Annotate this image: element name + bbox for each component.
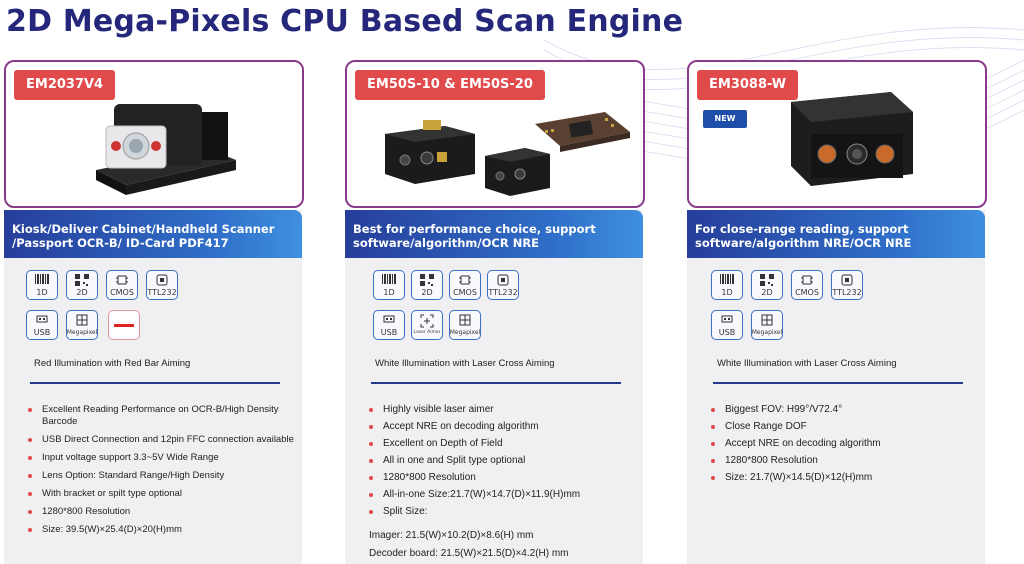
2d-barcode-icon: 2D [66, 270, 98, 300]
feature-item: Size: 21.7(W)×14.5(D)×12(H)mm [711, 472, 981, 484]
usb-icon: USB [26, 310, 58, 340]
spec-panel: Kiosk/Deliver Cabinet/Handheld Scanner /… [4, 210, 302, 564]
feature-item: Size: 39.5(W)×25.4(D)×20(H)mm [28, 524, 298, 536]
model-tag: EM50S-10 & EM50S-20 [355, 70, 545, 100]
feature-item: USB Direct Connection and 12pin FFC conn… [28, 434, 298, 446]
feature-item: Highly visible laser aimer [369, 404, 639, 416]
product-card-em3088w: EM3088-W NEW For close-range reading, su… [687, 60, 999, 564]
product-card-em50s: EM50S-10 & EM50S-20 Best for performance… [345, 60, 657, 564]
feature-item: Biggest FOV: H99°/V72.4° [711, 404, 981, 416]
header-line-2: software/algorithm NRE/OCR NRE [695, 236, 912, 250]
use-case-header: Kiosk/Deliver Cabinet/Handheld Scanner /… [4, 210, 302, 258]
divider [713, 382, 963, 384]
feature-item: Excellent on Depth of Field [369, 438, 639, 450]
feature-item: Accept NRE on decoding algorithm [711, 438, 981, 450]
product-card-em2037v4: EM2037V4 Kiosk/Deliver Cabinet/Handheld … [2, 60, 314, 564]
illumination-text: White Illumination with Laser Cross Aimi… [717, 358, 897, 369]
header-line-2: /Passport OCR-B/ ID-Card PDF417 [12, 236, 229, 250]
illumination-text: Red Illumination with Red Bar Aiming [34, 358, 191, 369]
cmos-chip-icon: CMOS [791, 270, 823, 300]
ttl232-port-icon: TTL232 [831, 270, 863, 300]
product-photo-frame: EM2037V4 [4, 60, 304, 208]
red-bar-aiming-icon [108, 310, 140, 340]
divider [30, 382, 280, 384]
megapixel-icon: Megapixel [66, 310, 98, 340]
feature-item: All in one and Split type optional [369, 455, 639, 467]
megapixel-icon: Megapixel [751, 310, 783, 340]
megapixel-icon: Megapixel [449, 310, 481, 340]
use-case-header: Best for performance choice, support sof… [345, 210, 643, 258]
spec-panel: Best for performance choice, support sof… [345, 210, 643, 564]
em2037v4-product-image [96, 104, 236, 195]
1d-barcode-icon: 1D [26, 270, 58, 300]
usb-icon: USB [373, 310, 405, 340]
feature-item: Accept NRE on decoding algorithm [369, 421, 639, 433]
header-line-1: Best for performance choice, support [353, 222, 596, 236]
1d-barcode-icon: 1D [373, 270, 405, 300]
header-line-1: For close-range reading, support [695, 222, 909, 236]
divider [371, 382, 621, 384]
laser-aimer-icon: Laser Aimer [411, 310, 443, 340]
cmos-chip-icon: CMOS [106, 270, 138, 300]
em3088w-product-image [791, 92, 913, 186]
ttl232-port-icon: TTL232 [487, 270, 519, 300]
new-badge: NEW [703, 110, 747, 128]
feature-item: Excellent Reading Performance on OCR-B/H… [28, 404, 298, 428]
1d-barcode-icon: 1D [711, 270, 743, 300]
feature-item: Input voltage support 3.3~5V Wide Range [28, 452, 298, 464]
ttl232-port-icon: TTL232 [146, 270, 178, 300]
feature-list: Excellent Reading Performance on OCR-B/H… [28, 404, 298, 542]
header-line-2: software/algorithm/OCR NRE [353, 236, 540, 250]
product-photo-frame: EM50S-10 & EM50S-20 [345, 60, 645, 208]
feature-item: All-in-one Size:21.7(W)×14.7(D)×11.9(H)m… [369, 489, 639, 501]
feature-item: Lens Option: Standard Range/High Density [28, 470, 298, 482]
product-photo-frame: EM3088-W NEW [687, 60, 987, 208]
model-tag: EM3088-W [697, 70, 799, 100]
feature-item: Split Size: [369, 506, 639, 518]
feature-item: 1280*800 Resolution [369, 472, 639, 484]
spec-panel: For close-range reading, support softwar… [687, 210, 985, 564]
feature-list: Biggest FOV: H99°/V72.4° Close Range DOF… [711, 404, 981, 489]
feature-item: Close Range DOF [711, 421, 981, 433]
em50s-product-image [385, 112, 630, 196]
usb-icon: USB [711, 310, 743, 340]
illumination-text: White Illumination with Laser Cross Aimi… [375, 358, 555, 369]
feature-item: 1280*800 Resolution [711, 455, 981, 467]
feature-item: 1280*800 Resolution [28, 506, 298, 518]
feature-list: Highly visible laser aimer Accept NRE on… [369, 404, 639, 518]
2d-barcode-icon: 2D [411, 270, 443, 300]
split-decoder-size: Decoder board: 21.5(W)×21.5(D)×4.2(H) mm [369, 548, 569, 559]
header-line-1: Kiosk/Deliver Cabinet/Handheld Scanner [12, 222, 275, 236]
page-title: 2D Mega-Pixels CPU Based Scan Engine [6, 4, 684, 39]
use-case-header: For close-range reading, support softwar… [687, 210, 985, 258]
model-tag: EM2037V4 [14, 70, 116, 100]
cmos-chip-icon: CMOS [449, 270, 481, 300]
split-imager-size: Imager: 21.5(W)×10.2(D)×8.6(H) mm [369, 530, 534, 541]
feature-item: With bracket or spilt type optional [28, 488, 298, 500]
2d-barcode-icon: 2D [751, 270, 783, 300]
